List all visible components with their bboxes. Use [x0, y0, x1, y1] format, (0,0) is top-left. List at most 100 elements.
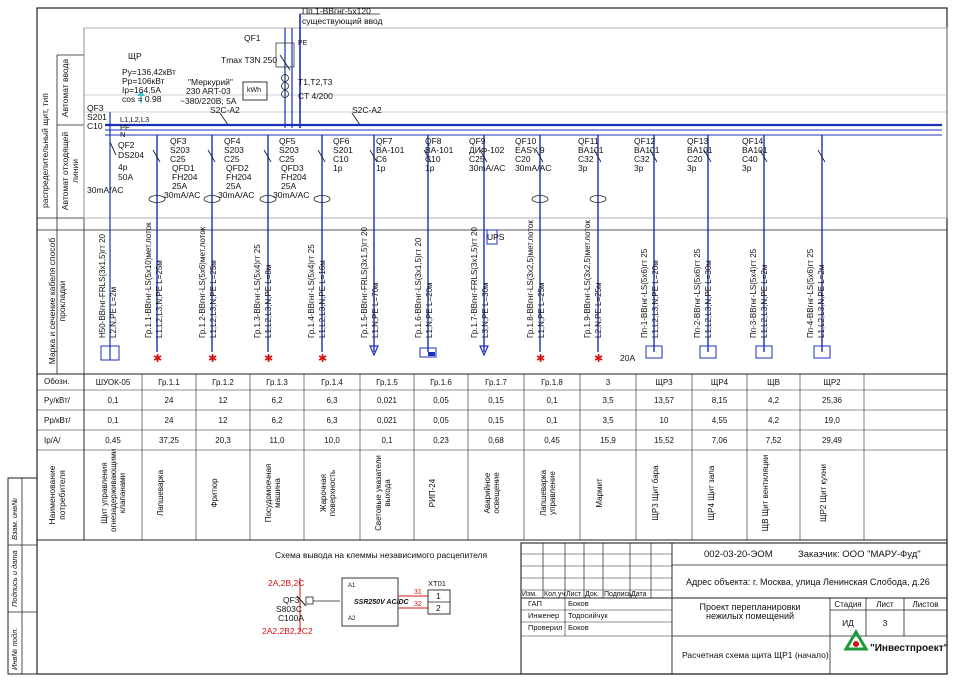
- breaker-8-text: QF10: [515, 136, 537, 146]
- table-cell-ip: 7,52: [765, 436, 782, 445]
- breaker-2-text: QF4: [224, 136, 241, 146]
- stage-header: Стадия: [834, 600, 862, 609]
- breaker-5-text: 1p: [376, 163, 386, 173]
- schema-qf-rating: C100A: [278, 613, 304, 623]
- tb-role-1: ГАП: [528, 599, 542, 608]
- meter-model: 230 ART-03: [186, 86, 231, 96]
- breaker-12-text: C40: [742, 154, 758, 164]
- table-cell-ip: 15,52: [653, 436, 675, 445]
- schema-bottom-label: 2А2,2В2,2С2: [262, 626, 313, 636]
- breaker-9-text: C32: [578, 154, 594, 164]
- rcd-2-spec: 30mA/AC: [218, 190, 255, 200]
- table-cell-py: 0,1: [107, 396, 119, 405]
- consumer-7: РИП-24: [428, 478, 437, 508]
- stage-value: ИД: [842, 618, 854, 628]
- breaker-6-text: 1p: [425, 163, 435, 173]
- bus-n-label: N: [120, 130, 126, 139]
- consumer-4: Посудомоечная машина: [264, 463, 282, 523]
- schema-qf-model: S803C: [276, 604, 302, 614]
- breaker-7-text: C25: [469, 154, 485, 164]
- cable-1-main: Н50-ВВгнг-FRLS(3х1,5)гт 20: [98, 234, 107, 338]
- stamp-inventory: Инв№ подл.: [10, 627, 19, 670]
- breaker-2-text: S203: [224, 145, 244, 155]
- consumer-3: Фритюр: [210, 478, 219, 508]
- cable-1-sub: L2,N,PE L=2м: [109, 286, 118, 338]
- consumer-8: Аварийное освещение: [483, 472, 501, 514]
- qf2-rating: 50A: [118, 172, 134, 182]
- ct-spec: CT 4/200: [298, 91, 333, 101]
- consumer-13: ЩВ Щит вентиляции: [760, 454, 770, 532]
- table-cell-designations: ЩР3: [655, 378, 673, 387]
- meter-spec: ~380/220В; 5А: [180, 96, 237, 106]
- table-cell-designations: Гр.1.3: [266, 378, 288, 387]
- consumer-9: Лапшеварка управление: [539, 469, 557, 517]
- cable-4-sub: L1,L2,L3,N,PE L=8м: [264, 264, 273, 338]
- table-columns: [83, 374, 865, 540]
- consumer-header-label: Наименование потребителя: [47, 465, 67, 525]
- breaker-1-text: S203: [170, 145, 190, 155]
- table-cell-pp: 0,05: [433, 416, 449, 425]
- table-cell-py: 3,5: [602, 396, 614, 405]
- breaker-4-text: QF6: [333, 136, 350, 146]
- rcd-1-text: QFD1: [172, 163, 195, 173]
- stamp-signature: Подпись и дата: [10, 550, 19, 607]
- subpanel-box-icon: [813, 345, 831, 359]
- breaker-6-text: C10: [425, 154, 441, 164]
- breaker-12-text: QF14: [742, 136, 764, 146]
- rcd-1-text: FH204: [172, 172, 198, 182]
- schema-qf: QF3: [283, 595, 300, 605]
- tb-name-2: Тодосийчук: [568, 611, 608, 620]
- cable-2-sub: L1,L2,L3,N,PE L=25м: [155, 260, 164, 338]
- schema-top-label: 2А,2В,2С: [268, 578, 305, 588]
- table-cell-py: 13,57: [653, 396, 675, 405]
- schema-title: Схема вывода на клеммы независимого расц…: [275, 550, 488, 560]
- breaker-6-text: QF8: [425, 136, 442, 146]
- breaker-4-text: C10: [333, 154, 349, 164]
- table-cell-designations: Гр.1.8: [541, 378, 563, 387]
- cable-5-sub: L1,L2,L3,N,PE L=16м: [318, 260, 327, 338]
- cable-9-sub: L1,N,PE L=25м: [537, 282, 546, 338]
- table-cell-ip: 0,1: [381, 436, 393, 445]
- cable-8-main: Гр.1.7-ВВгнг-FRLS(3х1,5)гт 20: [470, 227, 479, 338]
- qf2-model: DS204: [118, 150, 144, 160]
- load-marker-icon: ✱: [208, 353, 217, 365]
- rcd-1-text: 25A: [172, 181, 188, 191]
- cable-10-sub: L2,N,PE L=25м: [594, 282, 603, 338]
- cable-14-main: Пп-4-ВВгнг-LS(5х6)гт 25: [806, 248, 815, 338]
- terminal-2: 2: [436, 603, 441, 613]
- table-cell-pp: 12: [218, 416, 228, 425]
- table-cell-py: 4,2: [767, 396, 780, 405]
- table-cell-pp: 24: [164, 416, 174, 425]
- col-title-label: распределительный щит, тип: [40, 93, 50, 208]
- table-cell-designations: Гр.1.2: [212, 378, 234, 387]
- table-cell-py: 0,1: [546, 396, 558, 405]
- table-cell-ip: 10,0: [324, 436, 340, 445]
- qf2-poles: 4p: [118, 162, 128, 172]
- relay-model: SSR250V AC/DC: [354, 599, 409, 606]
- tb-col-header-5: Подпись: [604, 591, 632, 598]
- cable-13-sub: L1,L2,L3,N,PE L=2м: [760, 264, 769, 338]
- table-cell-pp: 0,1: [107, 416, 119, 425]
- breaker-7-text: QF9: [469, 136, 486, 146]
- table-cell-py: 12: [218, 396, 228, 405]
- table-cell-ip: 0,68: [488, 436, 504, 445]
- table-cell-py: 8,15: [711, 396, 728, 405]
- breaker-9-text: BA101: [578, 145, 604, 155]
- rcd-3-text: 25A: [281, 181, 297, 191]
- feeder-lines: ✱✱✱✱✱✱: [148, 135, 831, 365]
- tb-role-3: Проверил: [528, 623, 563, 632]
- subpanel-box-icon: [645, 345, 663, 359]
- surge-left-label: S2C-A2: [210, 105, 240, 115]
- kwh-meter-box: [242, 81, 268, 101]
- table-cell-ip: 11,0: [269, 436, 285, 445]
- subpanel-box-icon: [699, 345, 717, 359]
- row-cable-label: Марка и сечение кабеля способ прокладки: [47, 237, 67, 365]
- rcd-sensor-icon: [589, 195, 607, 203]
- qf1-switch: [279, 54, 291, 71]
- breaker-1-text: QF3: [170, 136, 187, 146]
- rcd-2-text: QFD2: [226, 163, 249, 173]
- sheet-header: Лист: [876, 600, 894, 609]
- amp-20-label: 20A: [620, 353, 636, 363]
- table-cell-designations: Гр.1.6: [430, 378, 452, 387]
- terminal-1: 1: [436, 591, 441, 601]
